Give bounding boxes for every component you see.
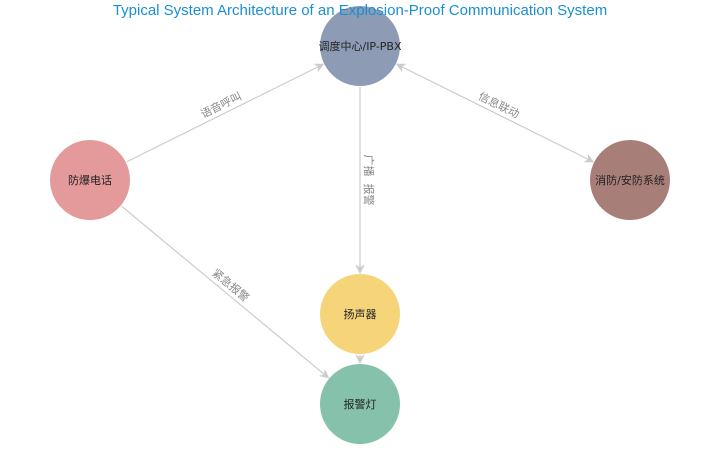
node-circle[interactable] [50, 140, 130, 220]
edge-label: 语音呼叫 [198, 89, 244, 121]
node-circle[interactable] [320, 274, 400, 354]
node-fire[interactable]: 消防/安防系统 [590, 140, 670, 220]
node-label: 消防/安防系统 [595, 173, 665, 187]
node-label: 防爆电话 [68, 173, 112, 187]
node-circle[interactable] [320, 364, 400, 444]
node-circle[interactable] [320, 6, 400, 86]
edge-phone-pbx [126, 63, 325, 163]
diagram-title: Typical System Architecture of an Explos… [112, 2, 608, 19]
edge-pbx-fire [395, 63, 595, 163]
node-phone[interactable]: 防爆电话 [50, 140, 130, 220]
node-circle[interactable] [590, 140, 670, 220]
node-label: 报警灯 [344, 397, 377, 411]
node-lamp[interactable]: 报警灯 [320, 364, 400, 444]
edge-label: 广播 报警 [362, 155, 376, 206]
edge-phone-lamp [121, 205, 330, 379]
node-speaker[interactable]: 扬声器 [320, 274, 400, 354]
node-pbx[interactable]: 调度中心/IP-PBX [318, 6, 402, 86]
node-label: 扬声器 [344, 307, 377, 321]
node-label: 调度中心/IP-PBX [318, 39, 401, 53]
edge-label: 信息联动 [476, 89, 522, 121]
